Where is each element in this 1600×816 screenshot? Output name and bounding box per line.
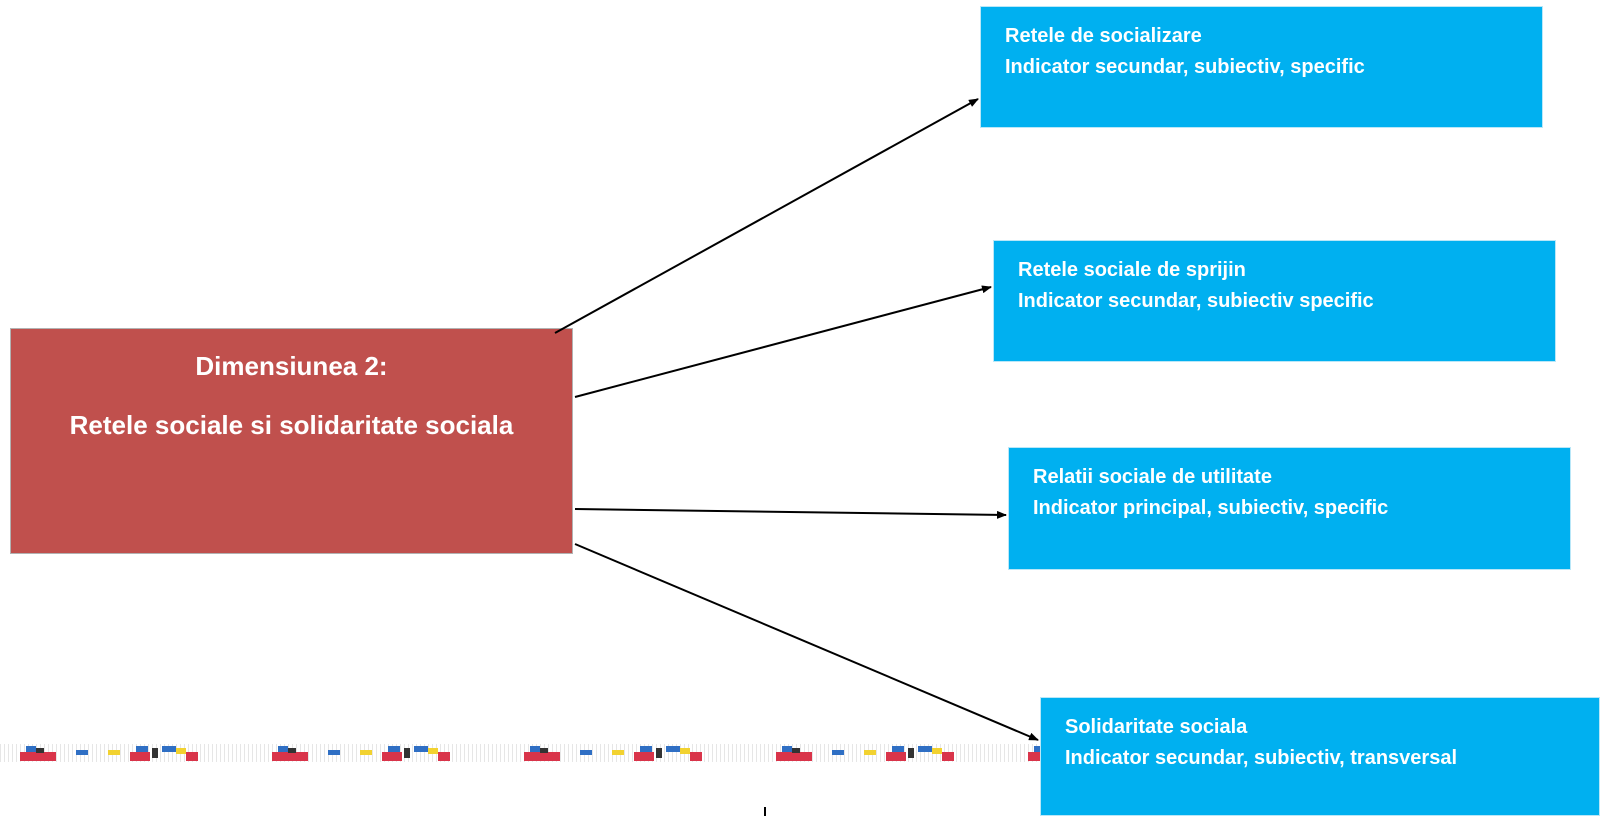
indicator-box-utilitate: Relatii sociale de utilitate Indicator p… [1008, 447, 1571, 570]
arrow-to-sprijin [574, 285, 992, 398]
dimension-title: Dimensiunea 2: [195, 351, 388, 381]
arrow-to-socializare [554, 98, 979, 334]
indicator-name: Retele de socializare [1005, 25, 1202, 47]
indicator-type: Indicator secundar, subiectiv, transvers… [1065, 747, 1458, 769]
indicator-type: Indicator principal, subiectiv, specific [1033, 497, 1389, 519]
indicator-name: Relatii sociale de utilitate [1033, 466, 1272, 488]
arrow-to-solidaritate [574, 543, 1039, 741]
dimension-box: Dimensiunea 2: Retele sociale si solidar… [10, 328, 573, 554]
indicator-type: Indicator secundar, subiectiv, specific [1005, 56, 1365, 78]
indicator-box-socializare: Retele de socializare Indicator secundar… [980, 6, 1543, 128]
indicator-box-sprijin: Retele sociale de sprijin Indicator secu… [993, 240, 1556, 362]
dimension-subtitle: Retele sociale si solidaritate sociala [69, 410, 514, 440]
indicator-name: Retele sociale de sprijin [1018, 259, 1246, 281]
indicator-box-solidaritate: Solidaritate sociala Indicator secundar,… [1040, 697, 1600, 816]
folk-pattern-border [0, 744, 1045, 762]
arrow-to-utilitate [574, 508, 1007, 519]
indicator-type: Indicator secundar, subiectiv specific [1018, 290, 1374, 312]
indicator-name: Solidaritate sociala [1065, 716, 1248, 738]
